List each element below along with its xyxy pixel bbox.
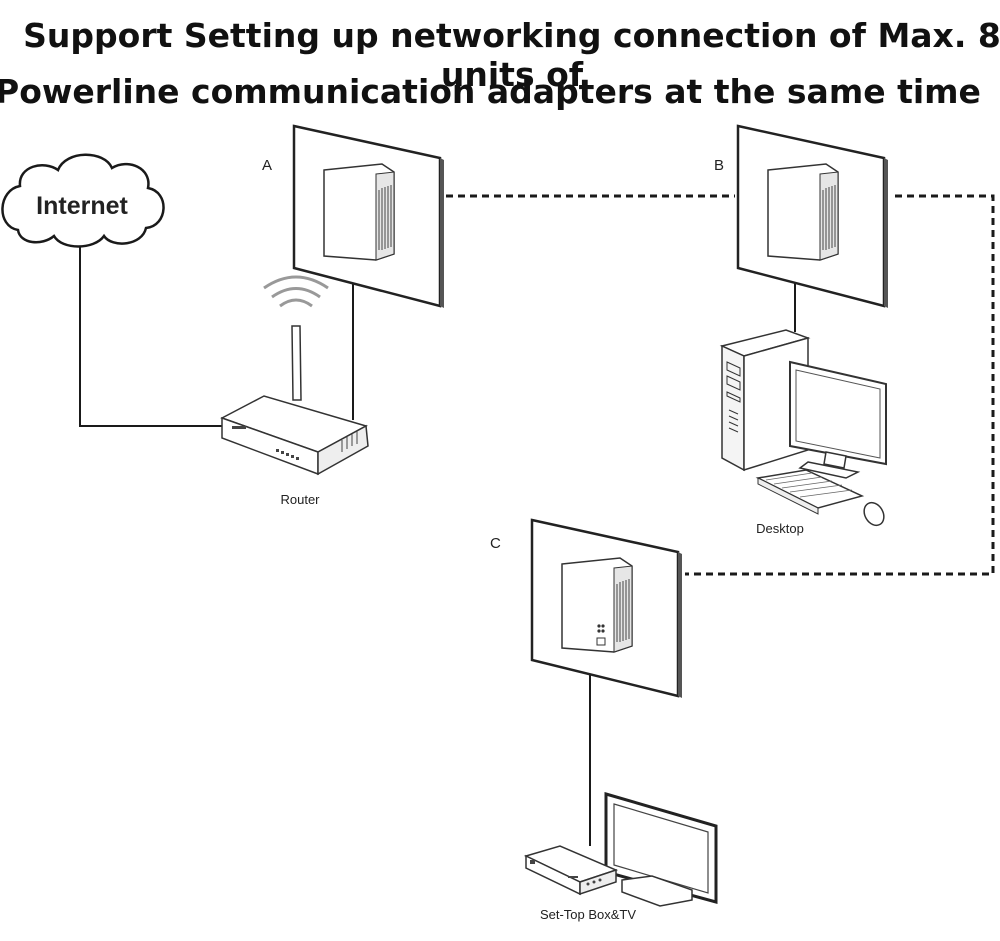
cable-internet-router xyxy=(79,243,226,427)
mouse-icon xyxy=(863,501,885,527)
title-line-1: Support Setting up networking connection… xyxy=(23,16,1000,94)
keyboard-icon xyxy=(755,469,865,515)
router-label: Router xyxy=(280,492,320,507)
cloud-icon xyxy=(1,153,165,248)
settop-tv: Set-Top Box&TV xyxy=(523,792,718,922)
powerline-adapter-b-icon xyxy=(767,163,839,261)
desktop: Desktop xyxy=(719,329,887,536)
label-b: B xyxy=(714,157,724,174)
adapter-c-panel: C xyxy=(490,518,682,698)
settop-box-icon xyxy=(523,845,619,896)
adapter-b-panel: B xyxy=(714,124,888,308)
powerline-adapter-c-icon xyxy=(561,557,633,653)
label-a: A xyxy=(262,157,272,174)
settop-label: Set-Top Box&TV xyxy=(540,907,636,922)
powerline-link-b-c xyxy=(685,194,995,576)
router-icon xyxy=(220,325,369,476)
internet-cloud: Internet xyxy=(1,153,165,248)
router: Router xyxy=(220,275,369,507)
powerline-links xyxy=(446,194,995,576)
powerline-adapter-a-icon xyxy=(323,163,395,261)
label-c: C xyxy=(490,535,501,552)
title-line-2: Powerline communication adapters at the … xyxy=(0,72,981,111)
desktop-label: Desktop xyxy=(756,521,804,536)
monitor-icon xyxy=(789,360,887,479)
adapter-a-panel: A xyxy=(262,124,444,308)
tv-icon xyxy=(604,792,718,907)
wifi-signal-icon xyxy=(263,275,329,308)
cable-links xyxy=(79,243,796,846)
internet-label: Internet xyxy=(36,192,128,220)
